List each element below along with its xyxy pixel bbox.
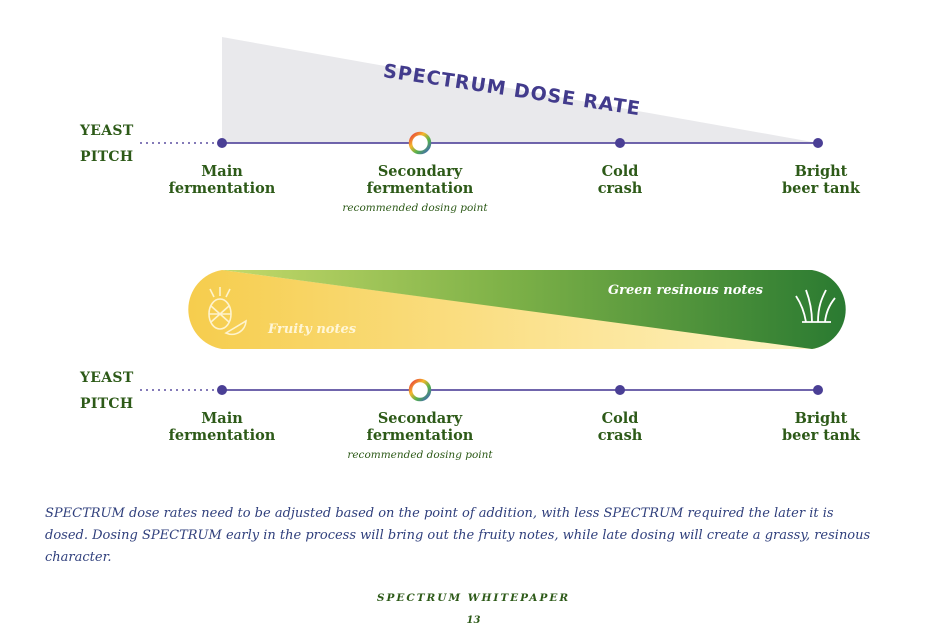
grass-icon [795,289,836,323]
yeast-pitch-label-top: YEAST PITCH [80,118,134,170]
description-paragraph: SPECTRUM dose rates need to be adjusted … [45,506,871,565]
pitch-label: PITCH [80,149,134,165]
pitch-label: PITCH [80,396,134,412]
footer-label: SPECTRUM WHITEPAPER [376,592,571,604]
timeline-node-bright-bottom [813,385,823,395]
recommended-dosing-note-bottom: recommended dosing point [347,449,493,461]
fruity-notes-band [188,270,818,349]
timeline-node-main-top [217,138,227,148]
timeline-node-bright-top [813,138,823,148]
green-resinous-notes-label: Green resinous notes [608,283,763,298]
page-number: 13 [466,615,481,626]
recommended-dosing-note-top: recommended dosing point [342,202,488,214]
timeline-node-cold-bottom [615,385,625,395]
green-notes-band [222,270,846,349]
timeline-node-cold-top [615,138,625,148]
color-ring-icon [408,378,432,402]
yeast-label: YEAST [80,370,134,386]
pineapple-watermelon-icon [208,287,247,336]
color-ring-icon [408,131,432,155]
fruity-notes-label: Fruity notes [268,322,357,337]
timeline-node-main-bottom [217,385,227,395]
dose-rate-wedge [222,37,818,143]
yeast-label: YEAST [80,123,134,139]
yeast-pitch-label-bottom: YEAST PITCH [80,365,134,417]
